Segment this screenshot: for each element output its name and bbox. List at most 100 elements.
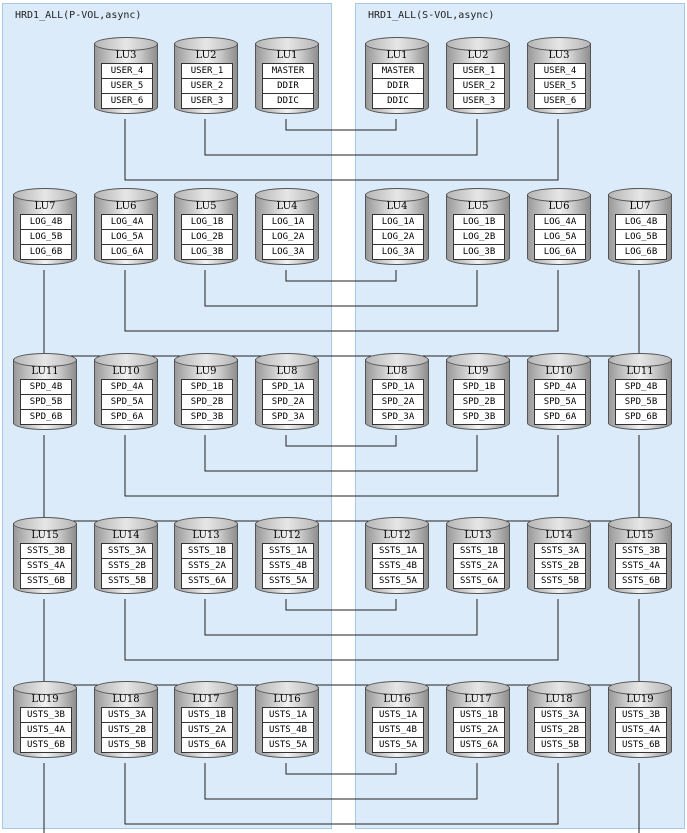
disk-top-ellipse [174,681,238,695]
lu-label: LU2 [195,50,217,61]
volume-item: USTS_4A [21,722,71,737]
volume-item: SSTS_5A [373,573,423,588]
lu-label: LU4 [386,201,408,212]
disk-top-ellipse [527,37,591,51]
disk-top-ellipse [365,517,429,531]
volume-item: SPD_5B [21,394,71,409]
disk-top-ellipse [527,517,591,531]
volume-item: USTS_1B [460,710,498,720]
volume-item: SPD_2A [263,394,313,409]
disk-top-ellipse [255,188,319,202]
disk-top-ellipse [365,353,429,367]
volume-item: LOG_1B [190,217,224,227]
volume-item: USTS_1B [188,710,226,720]
lu-label: LU5 [195,201,217,212]
volume-item: LOG_3B [182,244,232,259]
volume-item: SSTS_3A [108,546,146,556]
volume-item: SSTS_4B [373,558,423,573]
volume-item: DDIR [263,78,313,93]
disk-top-ellipse [365,681,429,695]
volume-item: USER_1 [190,66,224,76]
volume-item: LOG_2B [182,229,232,244]
lu-label: LU6 [548,201,570,212]
lu-label: LU5 [467,201,489,212]
volume-item: SSTS_2A [454,558,504,573]
lu-label: LU17 [464,694,492,705]
volume-item: LOG_1A [271,217,305,227]
disk-top-ellipse [94,353,158,367]
svol-panel-title: HRD1_ALL(S-VOL,async) [368,10,495,21]
volume-item: USER_4 [110,66,144,76]
volume-item: SPD_2B [182,394,232,409]
disk-top-ellipse [446,681,510,695]
disk-top-ellipse [446,517,510,531]
volume-item: USTS_3A [541,710,579,720]
volume-item: DDIC [373,93,423,108]
volume-item: LOG_2B [454,229,504,244]
lu-label: LU10 [545,366,573,377]
volume-item: SSTS_6A [182,573,232,588]
disk-top-ellipse [255,37,319,51]
lu-label: LU8 [386,366,408,377]
volume-item: LOG_4A [110,217,144,227]
disk-top-ellipse [94,37,158,51]
lu-label: LU9 [195,366,217,377]
volume-item: SSTS_2A [182,558,232,573]
volume-item: LOG_3A [263,244,313,259]
volume-item: USER_6 [535,93,585,108]
disk-top-ellipse [608,188,672,202]
lu-label: LU18 [545,694,573,705]
volume-item: USER_2 [182,78,232,93]
disk-top-ellipse [527,353,591,367]
volume-item: SSTS_3B [622,546,660,556]
volume-item: LOG_3B [454,244,504,259]
volume-item: SSTS_1A [379,546,417,556]
volume-item: SPD_6B [616,409,666,424]
disk-top-ellipse [527,188,591,202]
volume-item: SSTS_1A [269,546,307,556]
lu-label: LU1 [386,50,408,61]
volume-item: LOG_4B [29,217,63,227]
volume-item: LOG_5A [535,229,585,244]
volume-item: SSTS_5A [263,573,313,588]
disk-top-ellipse [608,353,672,367]
disk-top-ellipse [13,681,77,695]
disk-top-ellipse [174,353,238,367]
pvol-panel-title: HRD1_ALL(P-VOL,async) [15,10,142,21]
volume-item: USTS_5A [373,737,423,752]
lu-label: LU13 [464,530,492,541]
disk-top-ellipse [365,37,429,51]
volume-item: SSTS_5B [535,573,585,588]
